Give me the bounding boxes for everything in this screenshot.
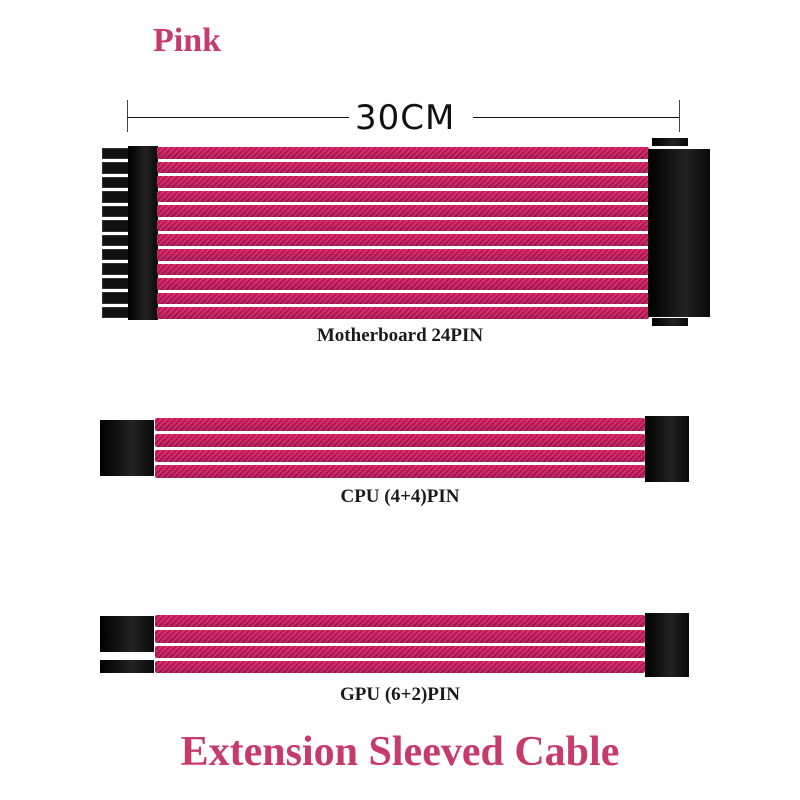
connector-right — [645, 416, 689, 482]
connector-left — [100, 420, 154, 476]
connector-left-2pin — [100, 660, 154, 673]
main-title: Extension Sleeved Cable — [180, 729, 620, 775]
sleeved-wires — [155, 615, 645, 673]
sleeved-wires — [155, 418, 645, 478]
length-dimension: 30CM — [127, 98, 680, 138]
connector-left — [100, 616, 154, 652]
connector-right — [648, 149, 710, 317]
connector-pins-left — [102, 148, 130, 319]
dimension-label: 30CM — [355, 98, 456, 138]
connector-right — [645, 613, 689, 677]
cpu-cable-label: CPU (4+4)PIN — [340, 486, 460, 507]
dimension-right-line — [473, 117, 680, 118]
connector-left — [128, 146, 158, 320]
latch-bottom — [652, 318, 688, 326]
motherboard-cable-label: Motherboard 24PIN — [316, 325, 484, 346]
color-title: Pink — [153, 22, 222, 59]
sleeved-wires — [157, 147, 649, 319]
dimension-left-line — [127, 117, 349, 118]
latch-top — [652, 138, 688, 146]
gpu-cable-label: GPU (6+2)PIN — [339, 684, 461, 705]
dimension-right-tick — [679, 100, 680, 132]
dimension-left-tick — [127, 100, 128, 132]
